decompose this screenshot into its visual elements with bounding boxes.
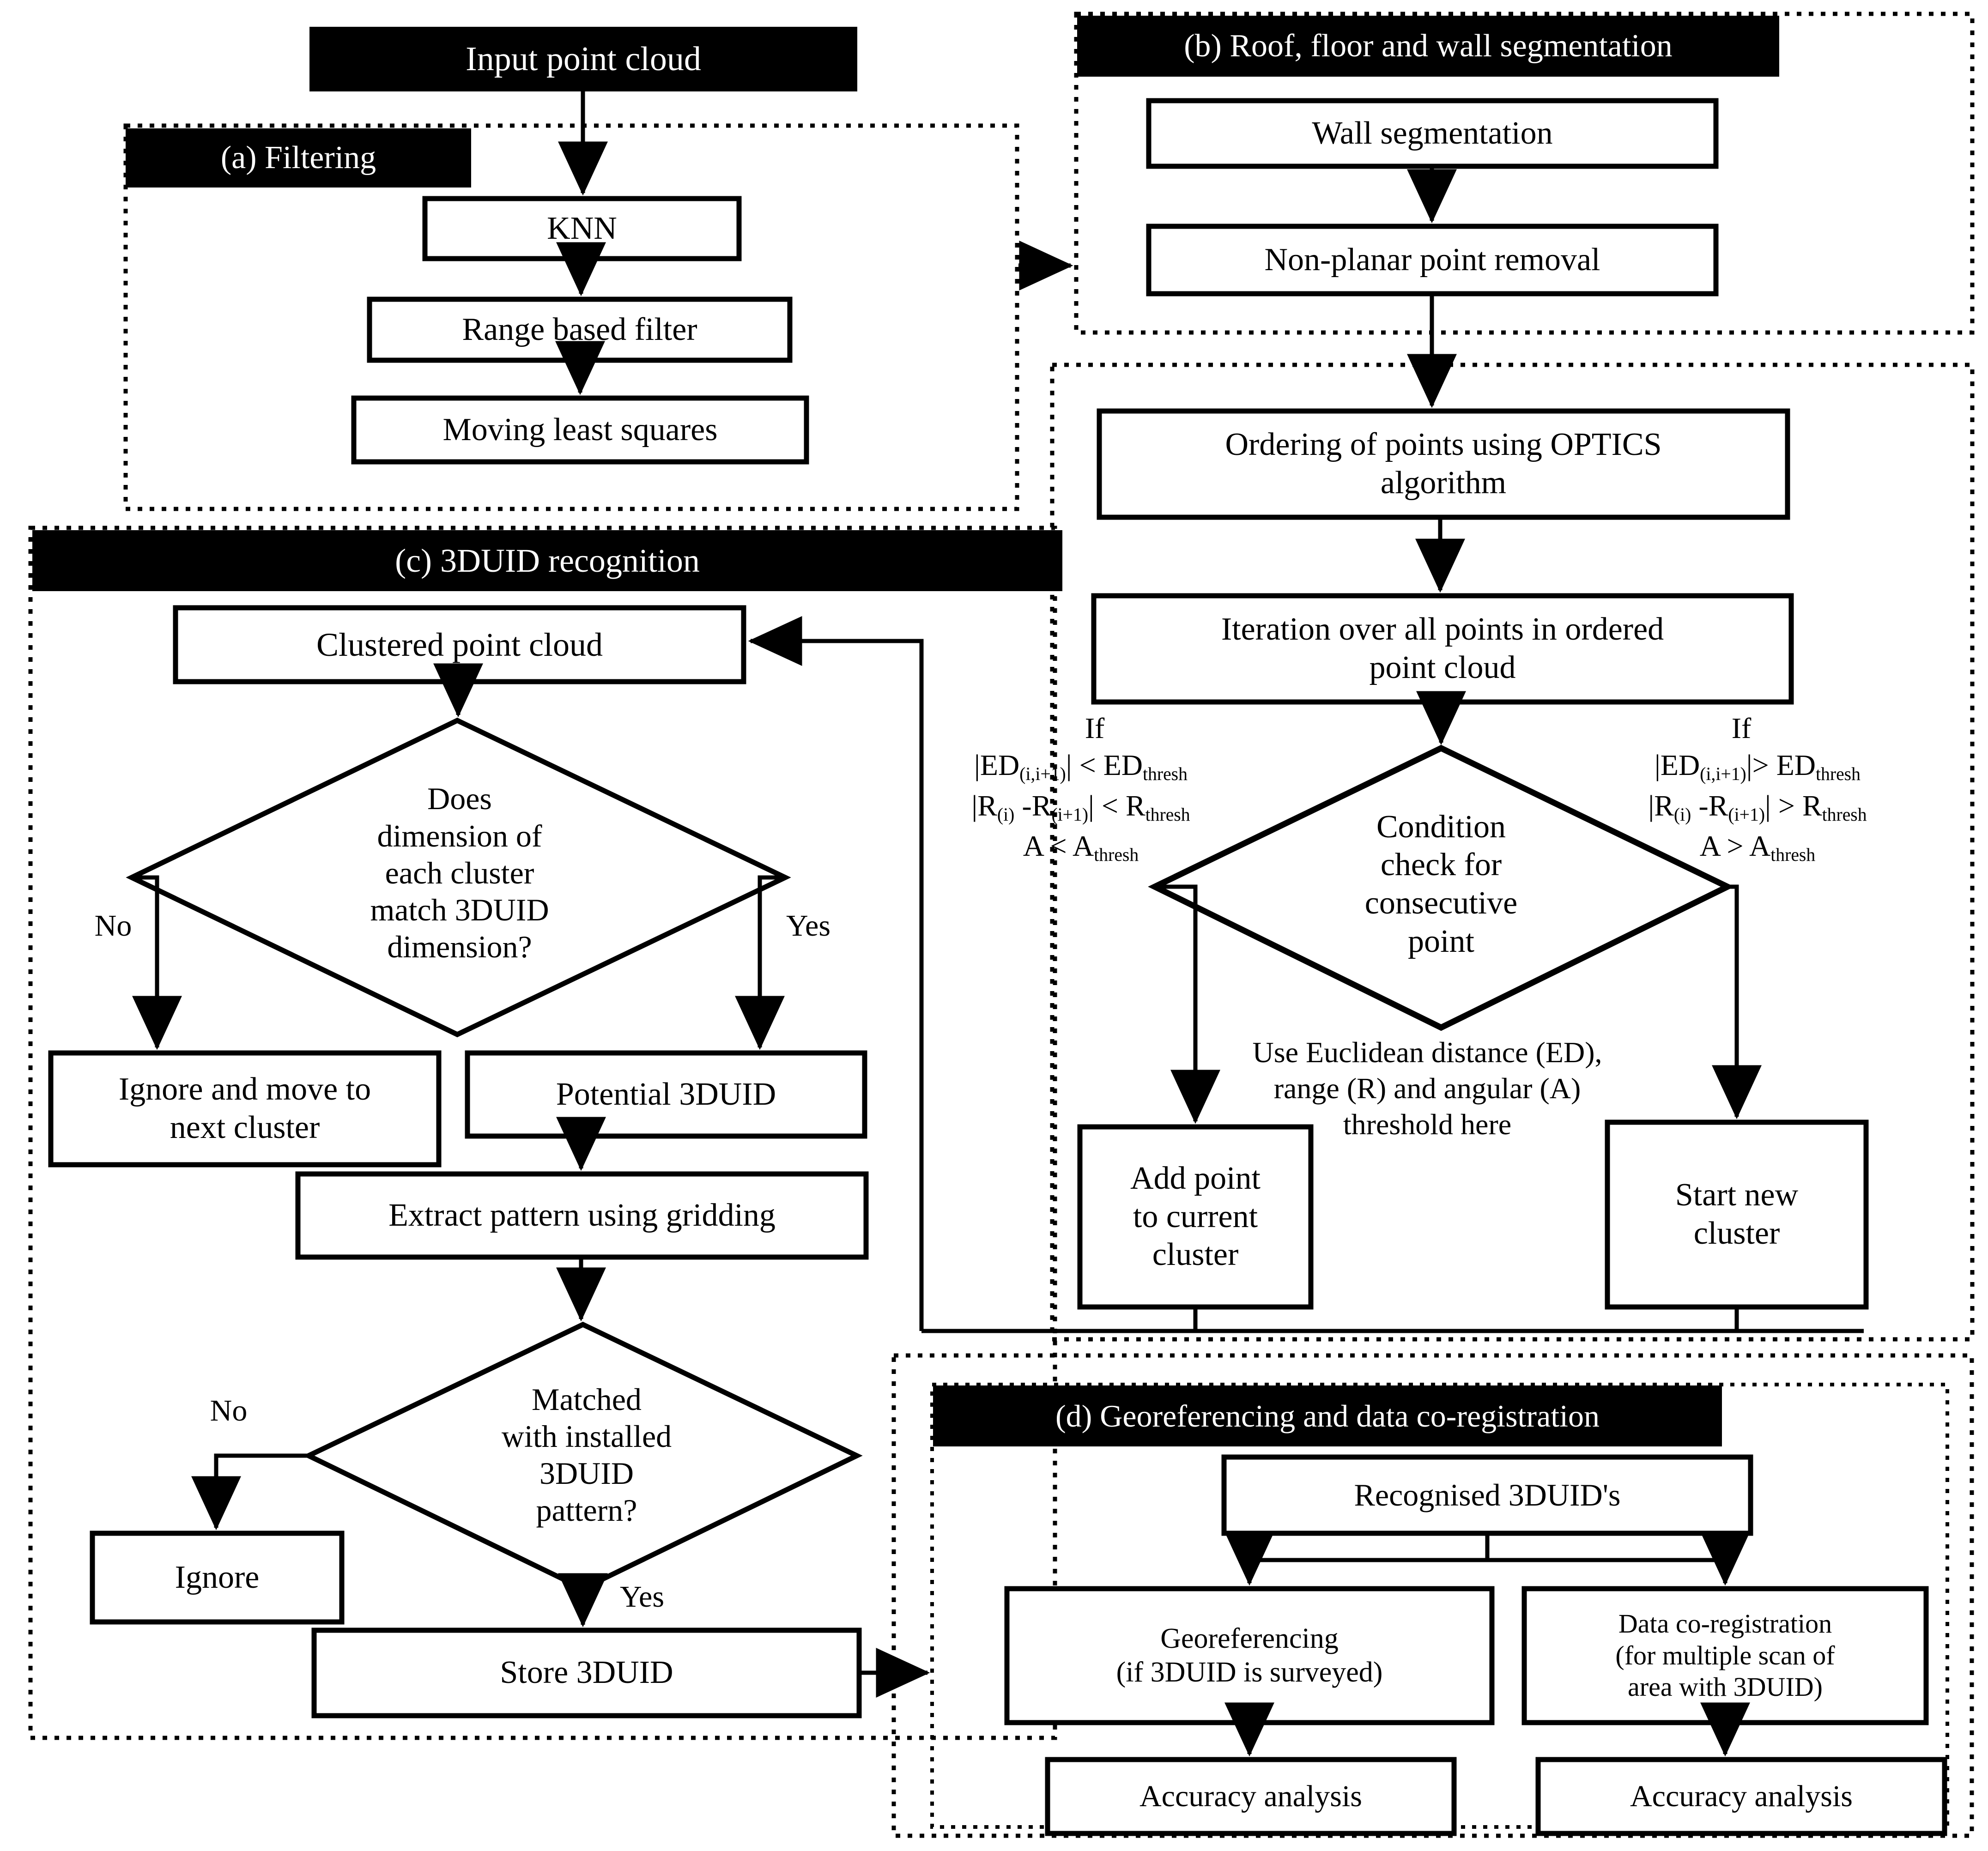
node-knn[interactable] [422, 196, 742, 261]
node-extract-pattern[interactable] [295, 1171, 869, 1260]
node-input-point-cloud[interactable] [309, 27, 857, 91]
node-add-point-to-current-cluster[interactable] [1077, 1124, 1314, 1310]
node-ignore-and-move[interactable] [48, 1050, 442, 1167]
node-store-3duid[interactable] [311, 1627, 862, 1718]
node-wall-segmentation[interactable] [1146, 98, 1719, 169]
node-range-based-filter[interactable] [367, 296, 793, 363]
node-moving-least-squares[interactable] [351, 395, 809, 465]
section-b-header-bar [1077, 16, 1779, 77]
node-condition-check[interactable] [1148, 744, 1734, 1031]
edge-condition-to-start-cluster [1712, 884, 1762, 1119]
node-data-coregistration[interactable] [1521, 1586, 1929, 1725]
node-accuracy-analysis-left[interactable] [1045, 1757, 1457, 1836]
node-georeferencing[interactable] [1004, 1586, 1495, 1725]
node-nonplanar-point-removal[interactable] [1146, 224, 1719, 296]
edge-recognised-split [1224, 1531, 1490, 1586]
node-ignore[interactable] [90, 1530, 345, 1625]
edge-condition-to-add-point [1155, 884, 1220, 1124]
edge-recognised-split-right [1487, 1531, 1750, 1586]
edge-matched-no [191, 1453, 309, 1530]
group-frame-a [123, 123, 1019, 511]
section-c-header-bar [32, 530, 1062, 591]
node-clustered-point-cloud[interactable] [173, 605, 746, 684]
edge-dimcheck-yes [735, 875, 785, 1050]
node-start-new-cluster[interactable] [1605, 1119, 1869, 1310]
edge-dimcheck-no [132, 875, 182, 1050]
group-frame-cluster [1050, 363, 1975, 1342]
group-frame-b [1074, 12, 1975, 335]
node-dimension-check[interactable] [126, 717, 791, 1038]
node-accuracy-analysis-right[interactable] [1535, 1757, 1947, 1836]
edge-cluster-feedback-loop [751, 641, 1864, 1333]
node-matched-check[interactable] [303, 1321, 863, 1592]
node-optics-ordering[interactable] [1097, 408, 1790, 520]
section-a-header-bar [126, 128, 471, 188]
node-recognised-3duids[interactable] [1221, 1454, 1753, 1536]
node-iteration-over-points[interactable] [1091, 593, 1794, 705]
section-d-header-bar [933, 1385, 1722, 1446]
node-potential-3duid[interactable] [465, 1050, 867, 1139]
